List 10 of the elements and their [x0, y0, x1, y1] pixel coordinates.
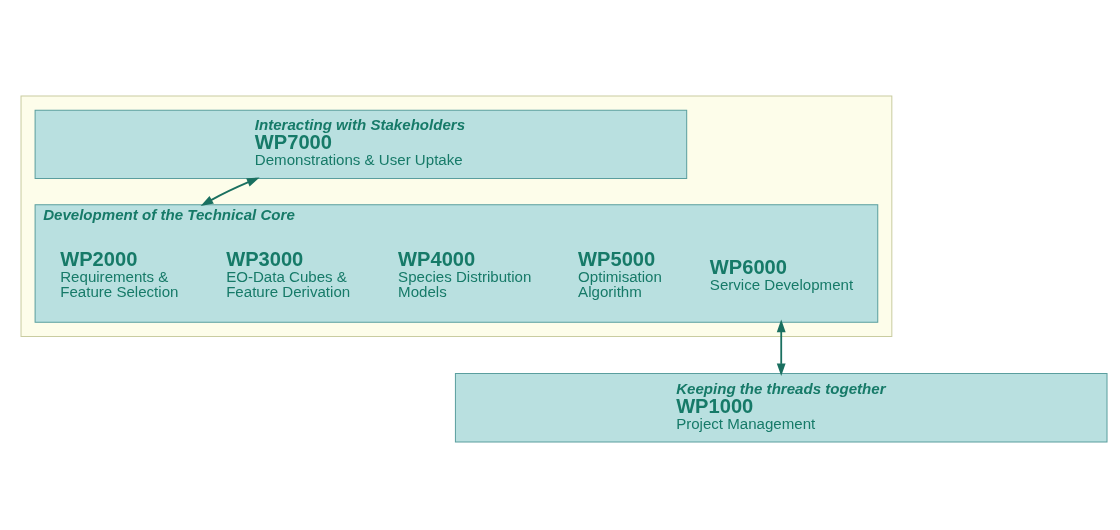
node-box: Interacting with Stakeholders WP7000 Demonstrations & User Uptake: [34, 109, 688, 180]
node-box: Keeping the threads together WP1000 Project Management: [454, 373, 1108, 443]
arrow: [776, 319, 786, 377]
node-text: WP3000 EO-Data Cubes & Feature Derivation: [226, 248, 351, 301]
cluster: [20, 95, 893, 337]
arrow: [200, 177, 260, 206]
node-text: WP4000 Species Distribution Models: [398, 248, 532, 301]
node-text: WP2000 Requirements & Feature Selection: [60, 248, 179, 301]
node-text: WP6000 Service Development: [709, 255, 854, 293]
node-text: WP5000 Optimisation Algorithm: [578, 248, 662, 301]
